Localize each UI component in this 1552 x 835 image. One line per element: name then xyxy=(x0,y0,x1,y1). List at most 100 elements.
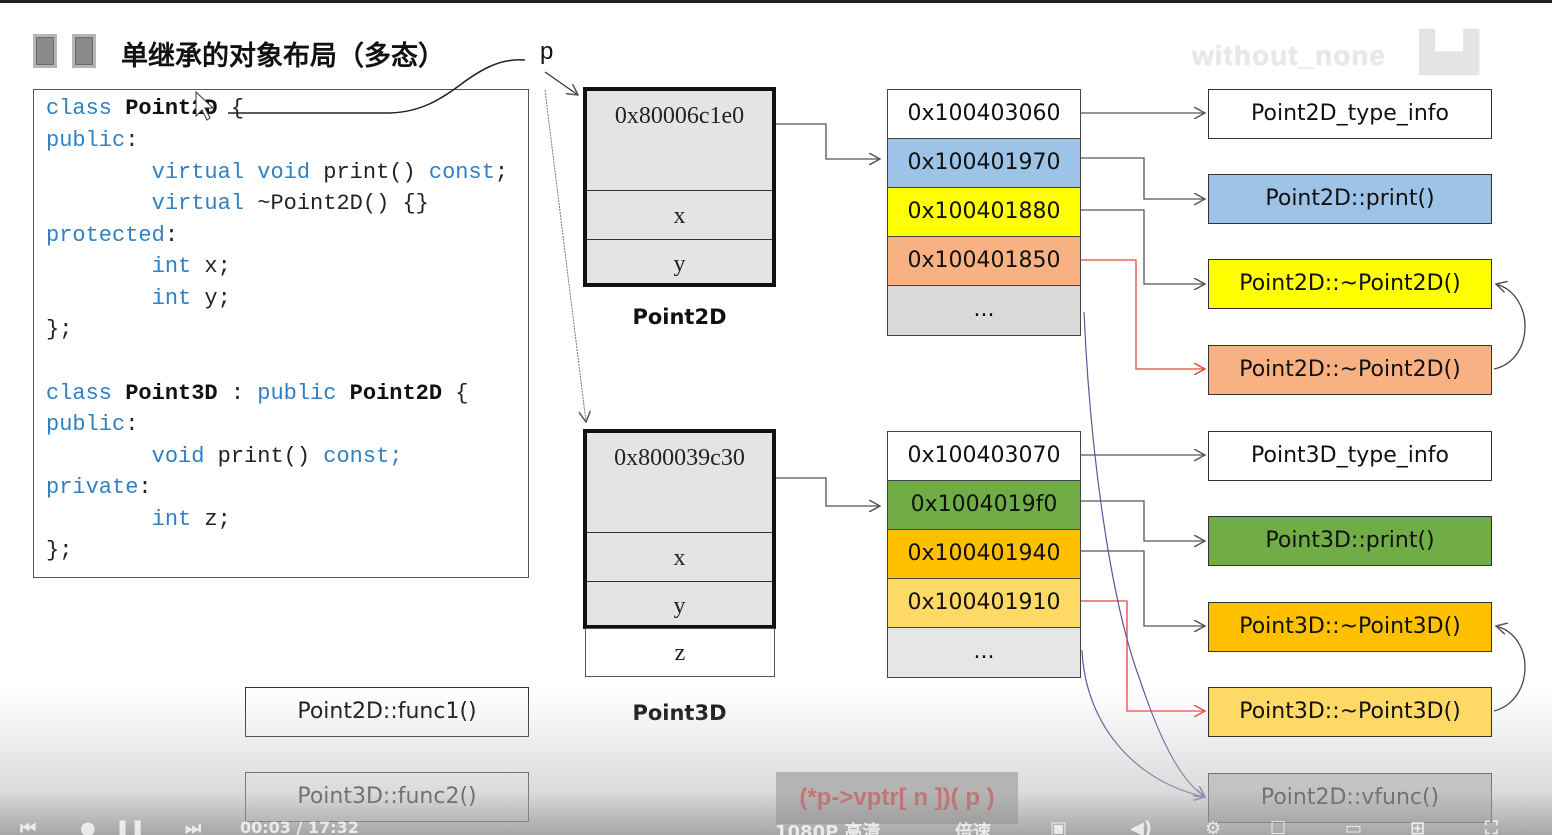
point3d-object: 0x800039c30 x y xyxy=(583,429,776,629)
code-line: class Point3D : public Point2D { xyxy=(46,381,469,406)
pointer-arrow-point2d xyxy=(544,71,578,95)
code-keyword: const xyxy=(428,160,495,185)
point3d-function-box: Point3D::print() xyxy=(1208,516,1492,566)
vcall-formula: (*p->vptr[ n ])( p ) xyxy=(776,772,1018,824)
pointer-arrow-point3d xyxy=(544,89,586,422)
vt3d-link-dtor2 xyxy=(1081,600,1205,711)
point2d-function-box: Point2D::~Point2D() xyxy=(1208,345,1492,395)
vt3d-vfunc-link xyxy=(1081,649,1205,797)
code-keyword: int xyxy=(151,286,192,311)
code-text xyxy=(46,254,152,279)
pip-icon[interactable]: ☐ xyxy=(1270,818,1287,835)
point2d-vtable-slot: 0x100401970 xyxy=(888,139,1080,188)
code-keyword: const; xyxy=(323,444,403,469)
point3d-field-z: z xyxy=(585,628,775,677)
code-text: y; xyxy=(191,286,231,311)
code-keyword: public xyxy=(46,412,126,437)
code-text: : xyxy=(125,128,139,153)
point2d-vtable-slot: 0x100401880 xyxy=(888,188,1080,237)
code-class-name: Point2D xyxy=(125,96,218,121)
vt3d-link-print xyxy=(1081,500,1205,541)
fullscreen-icon[interactable]: ⛶ xyxy=(1485,818,1498,835)
code-line: }; xyxy=(46,538,72,563)
pause-icon[interactable]: ❚❚ xyxy=(115,818,146,835)
next-icon[interactable]: ⏭ xyxy=(185,818,202,835)
code-text: print() xyxy=(204,444,324,469)
code-text xyxy=(46,160,152,185)
code-keyword: public xyxy=(46,128,126,153)
play-icon[interactable]: ● xyxy=(80,818,96,835)
vt2d-vfunc-link xyxy=(1083,311,1205,797)
code-line: public: xyxy=(46,128,138,153)
volume-icon[interactable]: ◀) xyxy=(1130,818,1153,835)
point2d-field-y: y xyxy=(587,239,772,283)
point3d-vtable-slot: ... xyxy=(888,628,1080,677)
settings-icon[interactable]: ⚙ xyxy=(1205,818,1222,835)
vt2d-link-dtor1 xyxy=(1081,209,1205,284)
point2d-function-box: Point2D::~Point2D() xyxy=(1208,259,1492,309)
point3d-function-box: Point3D_type_info xyxy=(1208,431,1492,481)
code-line: protected: xyxy=(46,223,178,248)
point2d-vptr: 0x80006c1e0 xyxy=(614,103,745,129)
code-keyword: int xyxy=(151,254,192,279)
code-keyword: void xyxy=(151,444,205,469)
point3d-field-x: x xyxy=(587,532,772,581)
code-panel: class Point2D { public: virtual void prin… xyxy=(33,89,529,578)
code-text: : xyxy=(217,381,258,406)
webfullscreen-icon[interactable]: ⊞ xyxy=(1410,818,1426,835)
code-line: }; xyxy=(46,317,72,342)
code-text: }; xyxy=(46,317,73,342)
point2d-object: 0x80006c1e0 x y xyxy=(583,87,776,287)
prev-icon[interactable]: ⏮ xyxy=(20,818,37,835)
code-text: { xyxy=(217,96,245,121)
code-keyword: class xyxy=(46,96,126,121)
code-text: : xyxy=(125,412,139,437)
vt2d-link-dtor2 xyxy=(1081,259,1205,369)
point3d-label: Point3D xyxy=(632,701,727,725)
player-controls: ⏮ ● ❚❚ ⏭ 00:03 / 17:32 1080P 高清 倍速 ▣ ◀) … xyxy=(0,818,1552,835)
point3d-field-y: y xyxy=(587,581,772,625)
code-keyword: private xyxy=(46,475,139,500)
speed-button[interactable]: 倍速 xyxy=(955,822,991,835)
code-keyword: class xyxy=(46,381,126,406)
code-text xyxy=(46,286,152,311)
uploader-watermark: without_none xyxy=(1192,40,1386,71)
code-keyword: public xyxy=(257,381,350,406)
point2d-function-box: Point2D::print() xyxy=(1208,174,1492,224)
code-keyword: int xyxy=(151,507,192,532)
vptr-link-3d xyxy=(776,477,880,506)
code-line: int y; xyxy=(46,286,231,311)
point3d-vtable-slot: 0x100403070 xyxy=(888,432,1080,481)
point3d-vtable-slot: 0x100401940 xyxy=(888,530,1080,579)
widescreen-icon[interactable]: ▭ xyxy=(1345,818,1363,835)
code-text: print() xyxy=(310,160,429,185)
dtor2d-loop xyxy=(1493,284,1526,370)
code-text: x; xyxy=(191,254,231,279)
pointer-label: p xyxy=(540,38,554,65)
vt3d-link-dtor1 xyxy=(1081,550,1205,626)
point3d-function-box: Point3D::~Point3D() xyxy=(1208,687,1492,737)
subtitle-icon[interactable]: ▣ xyxy=(1050,818,1068,835)
code-text: : xyxy=(138,475,152,500)
point3d-vptr: 0x800039c30 xyxy=(614,445,745,471)
code-line: int z; xyxy=(46,507,231,532)
code-line: public: xyxy=(46,412,138,437)
func2-box: Point3D::func2() xyxy=(245,772,529,822)
code-line: class Point2D { xyxy=(46,96,244,121)
top-border xyxy=(0,0,1552,3)
code-text: }; xyxy=(46,538,73,563)
dtor3d-loop xyxy=(1493,626,1526,712)
point2d-field-x: x xyxy=(587,190,772,239)
code-keyword: virtual xyxy=(151,191,245,216)
point2d-vtable-slot: 0x100401850 xyxy=(888,237,1080,286)
code-text: z; xyxy=(191,507,231,532)
point2d-vtable-slot: ... xyxy=(888,286,1080,335)
code-text: : xyxy=(164,223,179,248)
quality-button[interactable]: 1080P 高清 xyxy=(775,822,881,835)
code-keyword: virtual void xyxy=(151,160,311,185)
code-keyword: protected xyxy=(46,223,165,248)
title-bullet-icon xyxy=(33,34,57,68)
point2d-vtable-slot: 0x100403060 xyxy=(888,90,1080,139)
code-line: virtual ~Point2D() {} xyxy=(46,191,429,216)
